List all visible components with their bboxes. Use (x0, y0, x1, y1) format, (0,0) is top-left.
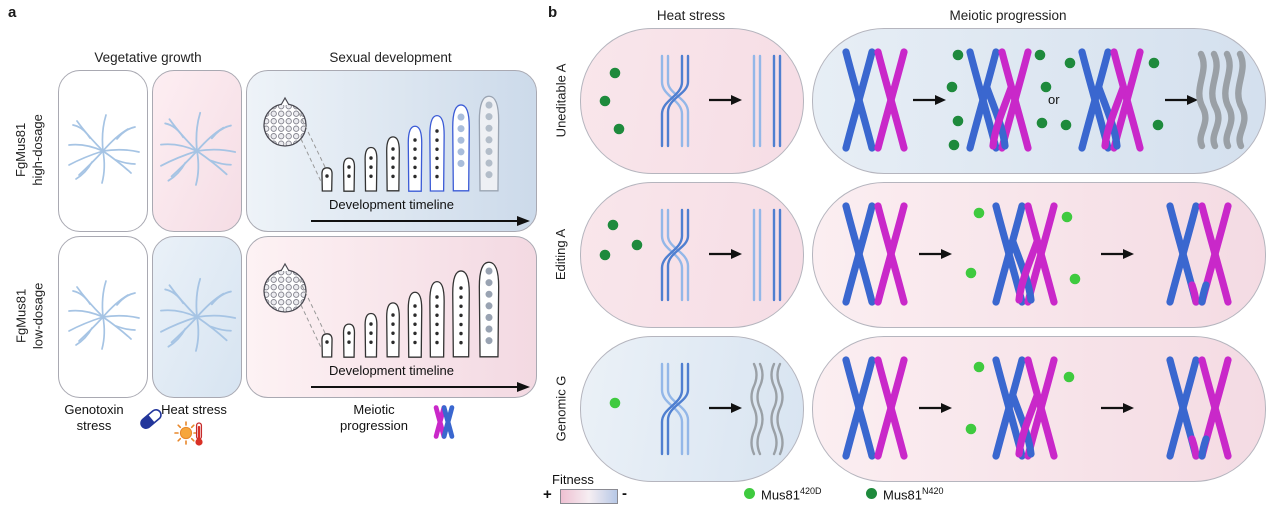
meiosis-drawing (813, 29, 1263, 171)
arrow-icon (911, 93, 948, 107)
development-timeline-label: Development timeline (328, 363, 454, 378)
magenta-chromosome (878, 360, 904, 456)
resolved-dna-drawing (752, 54, 782, 148)
meiotic-panel-genomic-g (812, 336, 1266, 482)
mus81-420d-legend: Mus81420D (761, 486, 822, 503)
crossover-intermediate (1082, 52, 1140, 148)
joint-molecule-drawing (660, 362, 690, 456)
fitness-label: Fitness (552, 472, 594, 487)
magenta-chromosome (878, 52, 904, 148)
heat-stress-box-high (152, 70, 242, 232)
mus81-420d-dots (965, 361, 1075, 435)
chromosome-icon (428, 402, 462, 442)
mus81-n420-dots (599, 67, 625, 135)
heat-stress-panel-uneditable-a (580, 28, 804, 174)
heat-stress-panel-genomic-g (580, 336, 804, 482)
meiotic-progression-header: Meiotic progression (949, 8, 1067, 23)
arrow-icon (917, 247, 954, 261)
recombinant-chromosomes (1170, 206, 1228, 302)
vegetative-growth-header: Vegetative growth (94, 50, 202, 65)
dna-repair-drawing (609, 362, 784, 456)
ascus-development-drawing (263, 261, 530, 392)
sexual-development-box-low: Development timeline (246, 236, 537, 398)
development-timeline-label: Development timeline (328, 197, 454, 212)
timeline-arrow (517, 216, 530, 226)
vegetative-box-high (58, 70, 148, 232)
arrow-icon (707, 93, 744, 107)
mus81-n420-dots (946, 49, 1052, 151)
meiosis-drawing (813, 337, 1263, 479)
mus81-420d-dots (965, 207, 1081, 285)
row-label-uneditable-a: Uneditable A (553, 63, 569, 137)
heat-stress-panel-editing-a (580, 182, 804, 328)
mycelium-drawing (160, 111, 237, 186)
unresolved-dna-drawing (750, 362, 784, 456)
mus81-n420-dots (1060, 57, 1164, 131)
dna-repair-drawing (599, 54, 782, 148)
row-label-genomic-g: Genomic G (553, 375, 569, 441)
arrow-icon (1099, 401, 1136, 415)
vegetative-box-low (58, 236, 148, 398)
arrow-icon (1099, 247, 1136, 261)
row-label-fgmus81-low-dosage: FgMus81 low-dosage (13, 282, 45, 350)
meiotic-panel-uneditable-a: or (812, 28, 1266, 174)
failed-chromosomes-drawing (1199, 54, 1218, 146)
mus81-420d-dot-icon (744, 488, 755, 499)
arrow-icon (707, 247, 744, 261)
mus81-n420-dot-icon (866, 488, 877, 499)
fitness-gradient-bar (560, 489, 618, 504)
row-label-editing-a: Editing A (553, 228, 569, 280)
failed-chromosomes-drawing (1225, 54, 1244, 146)
meiotic-progression-label: Meiotic progression (340, 402, 408, 434)
panel-b-label: b (548, 4, 558, 21)
arrow-icon (1163, 93, 1200, 107)
joint-molecule-drawing (660, 208, 690, 302)
perithecium-icon (263, 97, 307, 147)
meiotic-panel-editing-a (812, 182, 1266, 328)
mus81-n420-dots (599, 219, 643, 261)
blue-chromosome (846, 52, 872, 148)
fitness-plus: + (543, 486, 552, 503)
mus81-n420-legend: Mus81N420 (883, 486, 944, 503)
genotoxin-stress-label: Genotoxin stress (64, 402, 124, 434)
mycelium-drawing (160, 277, 237, 352)
dna-repair-drawing (599, 208, 782, 302)
heat-stress-header: Heat stress (656, 8, 726, 23)
blue-chromosome (846, 360, 872, 456)
timeline-arrow (517, 382, 530, 392)
sexual-development-header: Sexual development (329, 50, 452, 65)
fitness-minus: - (622, 485, 627, 502)
row-label-fgmus81-high-dosage: FgMus81 high-dosage (13, 114, 45, 186)
heat-stress-box-low (152, 236, 242, 398)
sexual-development-box-high: Development timeline (246, 70, 537, 232)
meiosis-drawing (813, 183, 1263, 325)
heat-stress-label: Heat stress (161, 402, 227, 417)
perithecium-icon (263, 263, 307, 313)
panel-a-label: a (8, 4, 17, 21)
magenta-chromosome (878, 206, 904, 302)
crossover-intermediate (996, 360, 1054, 456)
resolved-dna-drawing (752, 208, 782, 302)
mycelium-drawing (68, 280, 140, 350)
arrow-icon (917, 401, 954, 415)
ascus-development-drawing (263, 95, 530, 226)
blue-chromosome (846, 206, 872, 302)
crossover-intermediate (996, 206, 1054, 302)
arrow-icon (707, 401, 744, 415)
crossover-intermediate (970, 52, 1028, 148)
mus81-420d-dots (609, 397, 621, 409)
joint-molecule-drawing (660, 54, 690, 148)
or-label: or (1048, 92, 1060, 107)
mycelium-drawing (68, 114, 140, 184)
heat-stress-icon (173, 420, 204, 447)
recombinant-chromosomes (1170, 360, 1228, 456)
